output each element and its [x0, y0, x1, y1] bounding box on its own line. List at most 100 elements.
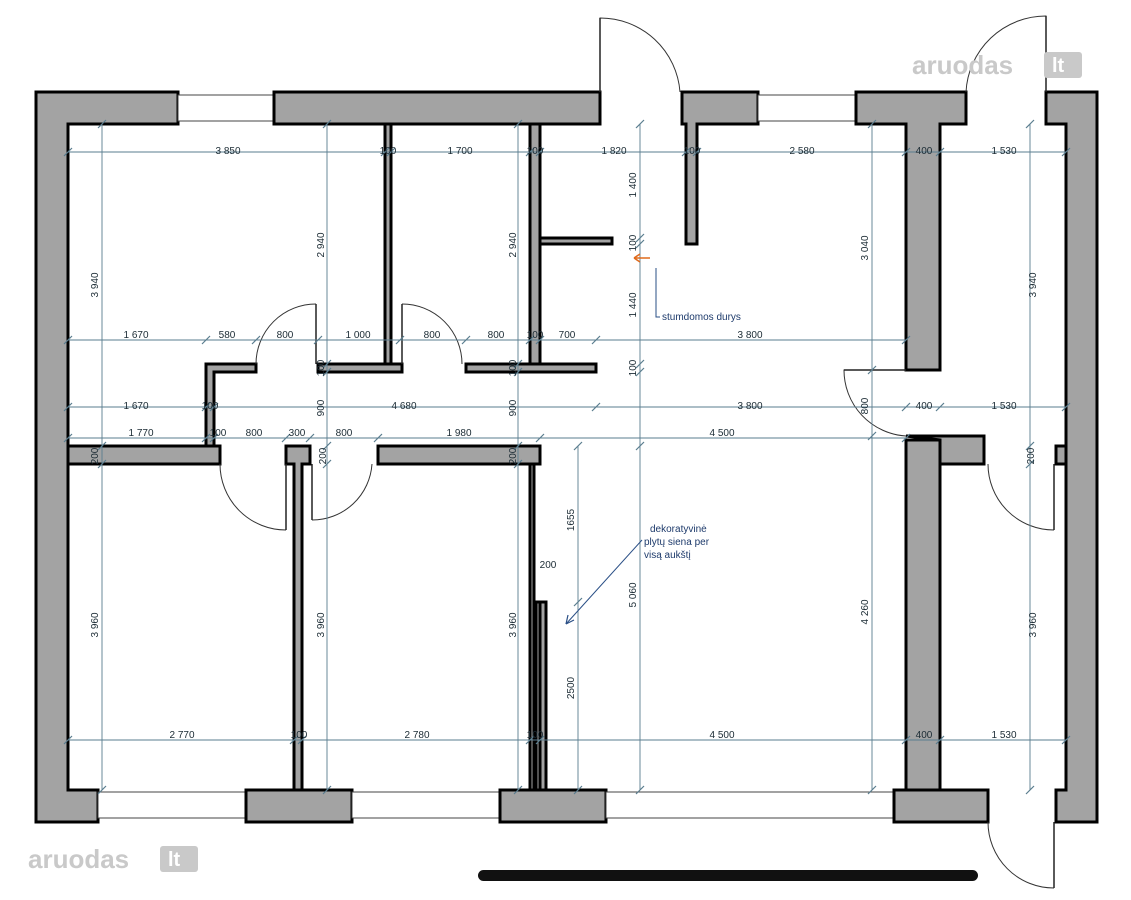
dimension-tick: [535, 735, 545, 745]
dimension-tick: [635, 359, 645, 369]
dimension-lines: [63, 119, 1071, 795]
dimension-tick: [535, 335, 545, 345]
dimension-tick: [281, 433, 291, 443]
dim-label: 2 770: [169, 730, 194, 741]
dim-label: 100: [380, 146, 397, 157]
dim-label: 3 940: [90, 272, 101, 297]
logo-icon: [160, 846, 198, 872]
dimension-tick: [322, 441, 332, 451]
dim-label: 1 400: [628, 172, 639, 197]
dimension-tick: [63, 147, 73, 157]
dimension-tick: [322, 459, 332, 469]
watermark-bottom: aruodas lt: [28, 844, 198, 874]
dimension-tick: [635, 119, 645, 129]
interior-walls: [66, 122, 614, 792]
dim-label: 3 040: [860, 235, 871, 260]
dim-label: 800: [246, 428, 263, 439]
dimension-tick: [901, 433, 911, 443]
dimension-tick: [591, 335, 601, 345]
dim-label: 2 580: [789, 146, 814, 157]
dimension-tick: [97, 785, 107, 795]
dimension-tick: [635, 233, 645, 243]
dimension-tick: [867, 119, 877, 129]
watermark-text: aruodas: [28, 844, 129, 874]
dim-label: 4 500: [709, 730, 734, 741]
dim-label: 1 000: [345, 330, 370, 341]
doors: [219, 15, 1055, 889]
dim-label: 1 530: [991, 401, 1016, 412]
dimension-tick: [322, 785, 332, 795]
dimension-tick: [513, 119, 523, 129]
dim-label: 300: [289, 428, 306, 439]
dimension-tick: [901, 402, 911, 412]
dimension-tick: [901, 735, 911, 745]
dimension-tick: [1061, 735, 1071, 745]
dim-label: 5 060: [628, 582, 639, 607]
watermark-top: aruodas lt: [912, 50, 1082, 80]
dimension-tick: [201, 433, 211, 443]
dim-label: 900: [508, 399, 519, 416]
watermark-tld: lt: [168, 849, 181, 871]
dimension-tick: [867, 431, 877, 441]
annotations: stumdomos durys dekoratyvinė plytų siena…: [565, 253, 741, 625]
dim-label: 3 960: [316, 612, 327, 637]
dimension-tick: [535, 433, 545, 443]
dim-label: 100: [316, 359, 327, 376]
dim-label: 100: [527, 146, 544, 157]
dimension-tick: [1025, 441, 1035, 451]
dim-label: 400: [916, 730, 933, 741]
dim-label: 3 800: [737, 401, 762, 412]
dim-label: 3 960: [90, 612, 101, 637]
dimension-tick: [209, 402, 219, 412]
dim-label: 800: [336, 428, 353, 439]
dim-label: 1 820: [601, 146, 626, 157]
dimension-tick: [461, 335, 471, 345]
dimension-tick: [1025, 785, 1035, 795]
brick-wall-note-line1: dekoratyvinė: [650, 524, 707, 535]
dim-label: 580: [219, 330, 236, 341]
dim-label: 4 260: [860, 599, 871, 624]
home-indicator-bar[interactable]: [478, 870, 978, 881]
dimension-tick: [513, 367, 523, 377]
dimension-tick: [935, 147, 945, 157]
dimension-tick: [901, 335, 911, 345]
dim-label: 200: [540, 560, 557, 571]
dimension-tick: [513, 785, 523, 795]
dim-label: 2500: [566, 676, 577, 699]
dimension-tick: [201, 402, 211, 412]
dim-label: 400: [916, 401, 933, 412]
dim-label: 1 670: [123, 330, 148, 341]
dimension-tick: [395, 335, 405, 345]
dimension-tick: [513, 359, 523, 369]
dimension-tick: [1025, 459, 1035, 469]
exterior-walls: [34, 90, 1099, 824]
dim-label: 200: [1026, 447, 1037, 464]
dim-label: 1 700: [447, 146, 472, 157]
dimension-tick: [635, 441, 645, 451]
dim-label: 100: [684, 146, 701, 157]
dim-label: 1 530: [991, 146, 1016, 157]
dim-label: 700: [559, 330, 576, 341]
dimension-tick: [573, 785, 583, 795]
dimension-tick: [525, 735, 535, 745]
dimension-tick: [525, 147, 535, 157]
dimension-tick: [63, 335, 73, 345]
dimension-tick: [373, 433, 383, 443]
dimension-tick: [573, 441, 583, 451]
watermark-text: aruodas: [912, 50, 1013, 80]
dim-label: 1 530: [991, 730, 1016, 741]
brick-wall-note-line3: visą aukštį: [644, 550, 691, 561]
dim-label: 4 680: [391, 401, 416, 412]
dimension-tick: [513, 441, 523, 451]
dimension-tick: [901, 147, 911, 157]
dimension-tick: [289, 735, 299, 745]
dimension-tick: [573, 597, 583, 607]
dimension-tick: [380, 147, 390, 157]
dimension-texts: 3 850 100 1 700 100 1 820 100 2 580 400 …: [90, 146, 1039, 741]
dim-label: 100: [202, 401, 219, 412]
dim-label: 100: [291, 730, 308, 741]
dim-label: 100: [628, 234, 639, 251]
dimension-tick: [63, 735, 73, 745]
dim-label: 100: [508, 359, 519, 376]
